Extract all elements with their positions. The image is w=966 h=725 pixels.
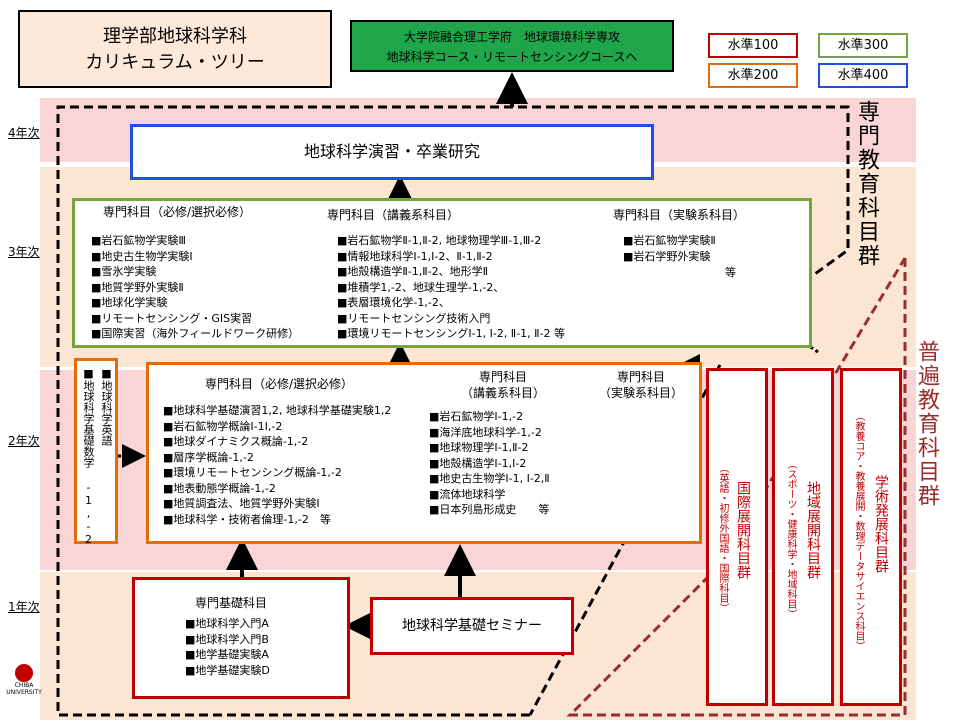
logo-line1: CHIBA (14, 682, 34, 689)
legend-level400: 水準400 (818, 63, 908, 88)
title-box: 理学部地球科学科 カリキュラム・ツリー (18, 10, 332, 88)
list-item: ■国際実習（海外フィールドワーク研修） (91, 327, 300, 340)
list-item: ■岩石鉱物学Ⅱ-1,Ⅱ-2, 地球物理学Ⅲ-1,Ⅲ-2 (337, 234, 542, 247)
fuhen-chiiki-sub: （スポーツ・健康科学・地域科目） (785, 459, 796, 619)
year4-title: 地球科学演習・卒業研究 (303, 142, 480, 161)
list-item: ■岩石学野外実験 (623, 249, 711, 263)
year-label-3: 3年次 (8, 245, 40, 259)
list-item: ■リモートセンシング技術入門 (337, 311, 491, 325)
legend-level300: 水準300 (818, 33, 908, 58)
fuhen-chiiki-title: 地域展開科目群 (805, 481, 821, 579)
graduate-box: 大学院融合理工学府 地球環境科学専攻 地球科学コース・リモートセンシングコースへ (350, 20, 674, 72)
list-item: ■堆積学1,-2、地球生理学-1,-2、 (337, 280, 505, 294)
senmon-group-label: 専門教育科目群 (854, 100, 879, 268)
list-item: ■雪氷学実験 (91, 265, 157, 278)
year3-col1-list: ■岩石鉱物学実験Ⅲ ■地史古生物学実験Ⅰ ■雪氷学実験 ■地質学野外実験Ⅱ ■地… (91, 233, 299, 342)
seminar-box: 地球科学基礎セミナー (370, 597, 574, 655)
kiso-header: 専門基礎科目 (195, 596, 268, 610)
year2-header-main: 専門科目（必修/選択必修） (205, 377, 354, 391)
year3-col2-header: 専門科目（講義系科目） (327, 208, 460, 222)
list-item: ■岩石鉱物学Ⅰ-1,-2 (429, 410, 524, 423)
fuhen-kokusai-box: 国際展開科目群 （英語・初修外国語・国際科目） (706, 368, 768, 706)
seminar-title: 地球科学基礎セミナー (402, 618, 542, 634)
graduate-line1: 大学院融合理工学府 地球環境科学専攻 (403, 30, 620, 44)
year2-col2-list: ■岩石鉱物学Ⅰ-1,-2 ■海洋底地球科学-1,-2 ■地球物理学Ⅰ-1,Ⅱ-2… (429, 409, 550, 518)
year2-header-exp-line1: 専門科目 (617, 370, 666, 384)
flower-icon (15, 664, 33, 682)
list-item: ■地球ダイナミクス概論-1,-2 (163, 435, 309, 448)
year2-math-item: ■地球科学基礎数学 -1,-2 (82, 367, 95, 546)
list-item: ■海洋底地球科学-1,-2 (429, 425, 542, 439)
year2-col1-list: ■地球科学基礎演習1,2, 地球科学基礎実験1,2 ■岩石鉱物学概論Ⅰ-1Ⅰ,-… (163, 403, 391, 527)
list-item: ■地球物理学Ⅰ-1,Ⅱ-2 (429, 441, 529, 454)
list-item: ■地表動態学概論-1,-2 (163, 481, 276, 495)
list-item: ■地学基礎実験A (185, 648, 269, 661)
year2-math-english-box: ■地球科学基礎数学 -1,-2 ■地球科学英語 (74, 358, 118, 546)
list-item: ■表層環境化学-1,-2、 (337, 296, 450, 309)
list-item: ■情報地球科学Ⅰ-1,Ⅰ-2、Ⅱ-1,Ⅱ-2 (337, 249, 493, 263)
fuhen-group-outline (566, 258, 907, 717)
list-item: ■岩石鉱物学実験Ⅲ (91, 234, 186, 247)
legend-level200: 水準200 (708, 63, 798, 88)
year3-col2-list: ■岩石鉱物学Ⅱ-1,Ⅱ-2, 地球物理学Ⅲ-1,Ⅲ-2 ■情報地球科学Ⅰ-1,Ⅰ… (337, 233, 565, 342)
title-line1: 理学部地球科学科 (103, 26, 247, 47)
year-label-2: 2年次 (8, 434, 40, 448)
list-item: ■地球科学・技術者倫理-1,-2 等 (163, 512, 331, 526)
fuhen-gakujutsu-box: 学術発展科目群 （教養コア・教養展開・数理データサイエンス科目） (840, 368, 902, 706)
kiso-list: ■地球科学入門A ■地球科学入門B ■地学基礎実験A ■地学基礎実験D (185, 616, 270, 678)
year-label-4: 4年次 (8, 126, 40, 140)
title-line2: カリキュラム・ツリー (85, 52, 265, 73)
fuhen-gakujutsu-title: 学術発展科目群 (873, 475, 889, 573)
year3-box: 専門科目（必修/選択必修） ■岩石鉱物学実験Ⅲ ■地史古生物学実験Ⅰ ■雪氷学実… (72, 198, 812, 348)
chiba-university-logo: CHIBA UNIVERSITY (4, 664, 44, 696)
fuhen-gakujutsu-sub: （教養コア・教養展開・数理データサイエンス科目） (853, 411, 864, 651)
fuhen-group-label: 普遍教育科目群 (914, 340, 939, 508)
list-item: ■地殻構造学Ⅰ-1,Ⅰ-2 (429, 456, 527, 470)
list-item: ■岩石鉱物学概論Ⅰ-1Ⅰ,-2 (163, 419, 283, 433)
list-item: ■環境リモートセンシングⅠ-1, Ⅰ-2, Ⅱ-1, Ⅱ-2 等 (337, 327, 566, 340)
year4-box: 地球科学演習・卒業研究 (130, 124, 654, 180)
list-item: ■地史古生物学Ⅰ-1, Ⅰ-2,Ⅱ (429, 472, 550, 485)
year2-header-exp-line2: （実験系科目） (599, 386, 684, 400)
logo-line2: UNIVERSITY (6, 689, 42, 696)
list-item: ■環境リモートセンシング概論-1,-2 (163, 466, 342, 479)
list-item: ■地球科学基礎演習1,2, 地球科学基礎実験1,2 (163, 404, 392, 417)
year-label-1: 1年次 (8, 600, 40, 614)
year2-header-lecture: 専門科目 （講義系科目） (461, 369, 545, 401)
year3-col3-etc: 等 (725, 266, 736, 279)
year2-header-lecture-line2: （講義系科目） (461, 386, 546, 400)
list-item: ■地球科学入門A (185, 617, 269, 630)
year3-col3-list: ■岩石鉱物学実験Ⅱ ■岩石学野外実験 (623, 233, 716, 264)
list-item: ■リモートセンシング・GIS実習 (91, 311, 253, 325)
list-item: ■地質学野外実験Ⅱ (91, 280, 184, 294)
graduate-line2: 地球科学コース・リモートセンシングコースへ (386, 50, 638, 64)
list-item: ■流体地球科学 (429, 487, 506, 501)
legend-level100: 水準100 (708, 33, 798, 58)
year2-english-item: ■地球科学英語 (100, 367, 113, 446)
list-item: ■層序学概論-1,-2 (163, 450, 254, 464)
year2-box: 専門科目（必修/選択必修） 専門科目 （講義系科目） 専門科目 （実験系科目） … (146, 362, 702, 544)
senmon-group-outline (56, 105, 850, 717)
list-item: ■地殻構造学Ⅱ-1,Ⅱ-2、地形学Ⅱ (337, 265, 489, 278)
list-item: ■岩石鉱物学実験Ⅱ (623, 234, 716, 247)
list-item: ■地質調査法、地質学野外実験Ⅰ (163, 497, 320, 510)
year3-col3-header: 専門科目（実験系科目） (613, 208, 746, 222)
list-item: ■地球化学実験 (91, 296, 168, 309)
kiso-box: 専門基礎科目 ■地球科学入門A ■地球科学入門B ■地学基礎実験A ■地学基礎実… (132, 577, 350, 699)
list-item: ■地学基礎実験D (185, 663, 270, 677)
year2-header-exp: 専門科目 （実験系科目） (599, 369, 683, 401)
fuhen-chiiki-box: 地域展開科目群 （スポーツ・健康科学・地域科目） (772, 368, 834, 706)
list-item: ■日本列島形成史 等 (429, 503, 550, 516)
list-item: ■地球科学入門B (185, 632, 269, 646)
fuhen-kokusai-sub: （英語・初修外国語・国際科目） (717, 463, 728, 613)
list-item: ■地史古生物学実験Ⅰ (91, 249, 193, 263)
year3-col1-header: 専門科目（必修/選択必修） (103, 205, 252, 219)
fuhen-kokusai-title: 国際展開科目群 (735, 481, 751, 579)
year2-header-lecture-line1: 専門科目 (479, 370, 528, 384)
